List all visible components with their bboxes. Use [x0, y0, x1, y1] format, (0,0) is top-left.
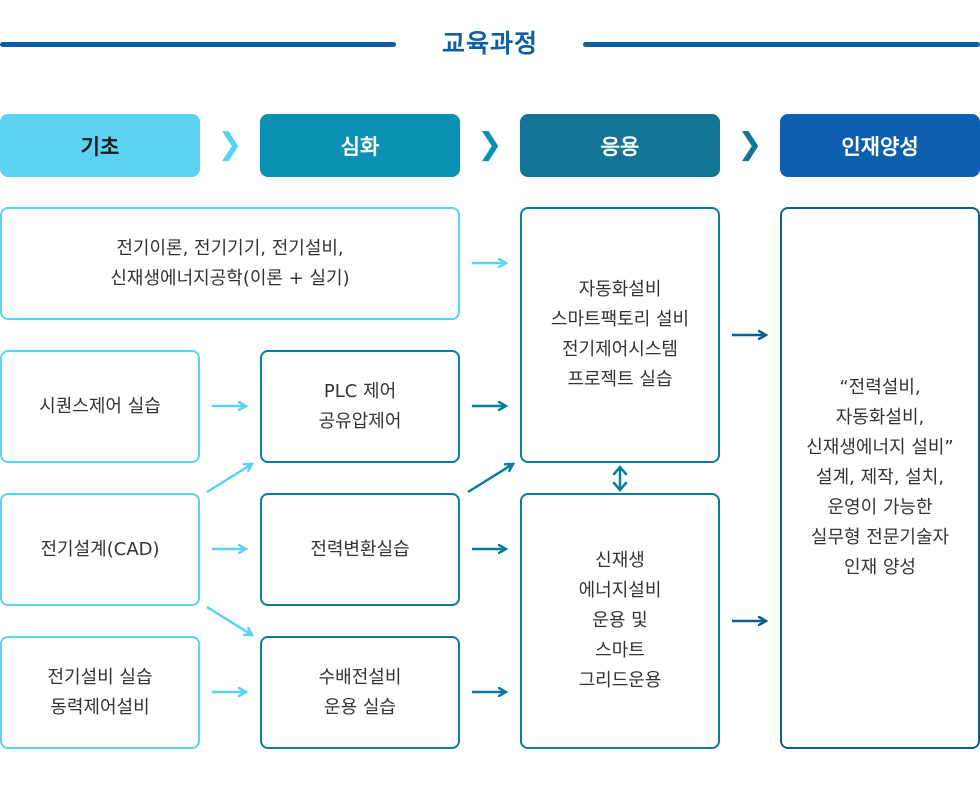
stage-talent: 인재양성: [780, 114, 980, 177]
box-plc-control-text: PLC 제어 공유압제어: [318, 380, 402, 432]
arrow-power-to-automation-diagonal: [467, 464, 513, 494]
stage-advanced-label: 심화: [340, 134, 380, 159]
chevron-right-icon: ❯: [737, 127, 763, 162]
box-power-distribution: 수배전설비 운용 실습: [260, 636, 460, 749]
stage-applied: 응용: [520, 114, 720, 177]
chevron-right-icon: ❯: [477, 127, 503, 162]
title-line-left: [0, 42, 396, 47]
box-electrical-cad: 전기설계(CAD): [0, 493, 200, 606]
box-power-conversion-text: 전력변환실습: [310, 538, 410, 560]
box-renewable-energy-text: 신재생 에너지설비 운용 및 스마트 그리드운용: [578, 550, 662, 691]
title-line-right: [583, 42, 980, 47]
box-talent-development: “전력설비, 자동화설비, 신재생에너지 설비” 설계, 제작, 설치, 운영이…: [780, 207, 980, 749]
box-plc-control: PLC 제어 공유압제어: [260, 350, 460, 463]
box-power-conversion: 전력변환실습: [260, 493, 460, 606]
bidirectional-arrow-icon: [612, 465, 628, 492]
box-sequence-control: 시퀀스제어 실습: [0, 350, 200, 463]
stage-talent-label: 인재양성: [841, 134, 919, 159]
page-title: 교육과정: [441, 29, 538, 58]
box-renewable-energy: 신재생 에너지설비 운용 및 스마트 그리드운용: [520, 493, 720, 749]
stage-basic-label: 기초: [80, 134, 120, 159]
box-sequence-control-text: 시퀀스제어 실습: [39, 395, 161, 417]
arrow-cad-to-distribution-diagonal: [206, 605, 252, 635]
arrow-cad-to-plc-diagonal: [206, 464, 252, 494]
box-electrical-cad-text: 전기설계(CAD): [40, 538, 160, 560]
box-electrical-equipment: 전기설비 실습 동력제어설비: [0, 636, 200, 749]
box-electrical-theory: 전기이론, 전기기기, 전기설비, 신재생에너지공학(이론 + 실기): [0, 207, 460, 320]
stage-advanced: 심화: [260, 114, 460, 177]
stage-basic: 기초: [0, 114, 200, 177]
box-automation-text: 자동화설비 스마트팩토리 설비 전기제어시스템 프로젝트 실습: [550, 279, 690, 390]
box-automation: 자동화설비 스마트팩토리 설비 전기제어시스템 프로젝트 실습: [520, 207, 720, 463]
box-power-distribution-text: 수배전설비 운용 실습: [318, 666, 402, 718]
stage-applied-label: 응용: [600, 134, 640, 159]
box-talent-development-text: “전력설비, 자동화설비, 신재생에너지 설비” 설계, 제작, 설치, 운영이…: [806, 377, 954, 578]
chevron-right-icon: ❯: [217, 127, 243, 162]
box-electrical-equipment-text: 전기설비 실습 동력제어설비: [47, 666, 153, 718]
box-electrical-theory-text: 전기이론, 전기기기, 전기설비, 신재생에너지공학(이론 + 실기): [110, 237, 350, 289]
